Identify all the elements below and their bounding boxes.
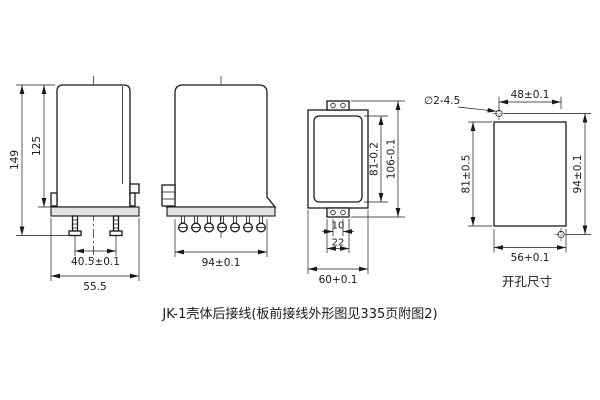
dim-stud-spacing-label: 40.5±0.1 (71, 256, 120, 268)
terminal-screw (243, 215, 253, 233)
front-view: 94±0.1 (161, 76, 277, 269)
rear-width-extension-lines (307, 210, 369, 274)
terminal-screw (191, 215, 201, 233)
drill-view-title: 开孔尺寸 (502, 274, 552, 289)
dim-holes-note-label: ∅2-4.5 (424, 95, 460, 107)
dim-tab-width-label: 22 (332, 238, 345, 249)
dim-hole-spacing-v-label: 94±0.1 (572, 155, 584, 194)
dim-case-height-label: 125 (31, 136, 43, 156)
rear-bottom-mount-tab (326, 207, 350, 218)
mount-hole-bottom-right (554, 228, 568, 241)
panel-cutout-outline (493, 121, 567, 227)
side-front-lip (50, 192, 58, 207)
base-depth-extension-lines (50, 218, 140, 281)
dim-overall-height-label: 149 (9, 150, 21, 170)
dim-window-height-label: 81-0.2 (369, 142, 381, 176)
side-stud-left (68, 215, 82, 237)
terminal-screw (256, 215, 266, 233)
front-case-outline (165, 84, 277, 208)
terminal-screw (178, 215, 188, 233)
hole-v-extension-lines (504, 113, 591, 235)
side-terminal-block-lower (129, 192, 136, 207)
drawing-caption: JK-1壳体后接线(板前接线外形图见335页附图2) (161, 306, 437, 322)
cutout-width-extension-lines (493, 229, 567, 253)
dim-tab-hole-spacing-label: 10 (332, 221, 345, 232)
dim-hole-spacing-h-label: 48±0.1 (511, 89, 550, 101)
terminal-screw (217, 215, 227, 233)
dim-rear-overall-height-label: 106-0.1 (386, 139, 398, 180)
dim-cutout-height-label: 81±0.5 (461, 155, 473, 194)
dim-rear-width-label: 60+0.1 (319, 274, 358, 286)
dim-cutout-width-label: 56+0.1 (511, 252, 550, 264)
rear-inner-window (313, 115, 363, 203)
side-case-outline (56, 84, 131, 208)
front-base-plate (166, 206, 276, 217)
dim-case-width-label: 94±0.1 (202, 257, 241, 269)
stud-spacing-extension-lines (74, 236, 117, 256)
terminal-screw (204, 215, 214, 233)
side-view: 149 125 40.5±0.1 55.5 (9, 76, 140, 293)
rear-view: 81-0.2 106-0.1 10 22 60+0.1 (307, 100, 405, 286)
front-side-terminal-block (161, 184, 176, 207)
rear-top-mount-tab (326, 100, 350, 111)
front-terminal-screws (178, 215, 266, 233)
side-terminal-block-upper (129, 183, 140, 194)
side-stud-right (109, 215, 123, 237)
rear-window-extension-lines (364, 115, 388, 203)
holes-leader-line (457, 106, 497, 113)
mount-hole-top-left (492, 107, 506, 120)
dim-base-depth-label: 55.5 (83, 281, 106, 293)
side-base-plate (50, 206, 140, 217)
drill-view: ∅2-4.5 48±0.1 81±0.5 94±0.1 56+0.1 开孔尺寸 (424, 89, 591, 289)
terminal-screw (230, 215, 240, 233)
